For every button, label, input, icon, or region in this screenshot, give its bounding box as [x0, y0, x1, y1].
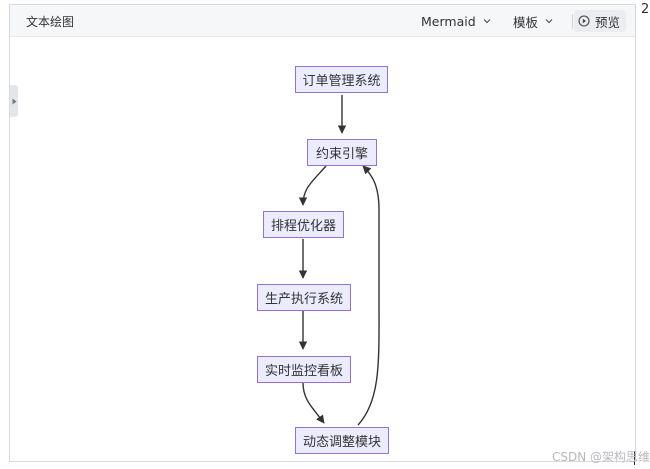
sidebar-toggle[interactable] — [10, 85, 18, 117]
text-caret — [634, 451, 635, 465]
template-dropdown-label: 模板 — [513, 14, 539, 30]
preview-button-label: 预览 — [595, 14, 621, 30]
chevron-down-icon — [483, 19, 491, 24]
play-circle-icon — [578, 15, 590, 27]
chevron-down-icon — [545, 19, 553, 24]
watermark: CSDN @架构思维 — [552, 450, 650, 464]
panel-toolbar: 文本绘图 Mermaid 模板 预览 — [10, 5, 635, 37]
corner-glyph: 2 — [641, 2, 650, 17]
node-scheduler[interactable]: 排程优化器 — [263, 211, 344, 238]
engine-dropdown-label: Mermaid — [421, 13, 476, 29]
node-dynamic-adjustment[interactable]: 动态调整模块 — [295, 427, 389, 454]
engine-dropdown[interactable]: Mermaid — [421, 9, 492, 33]
panel-title: 文本绘图 — [26, 15, 75, 29]
preview-button[interactable]: 预览 — [574, 10, 627, 32]
node-order-management[interactable]: 订单管理系统 — [295, 66, 388, 93]
node-constraint-engine[interactable]: 约束引擎 — [307, 139, 377, 166]
caret-right-icon — [12, 98, 16, 104]
template-dropdown[interactable]: 模板 — [513, 9, 554, 33]
node-realtime-dashboard[interactable]: 实时监控看板 — [257, 356, 351, 383]
toolbar-divider — [572, 14, 573, 29]
node-mes[interactable]: 生产执行系统 — [257, 284, 351, 311]
